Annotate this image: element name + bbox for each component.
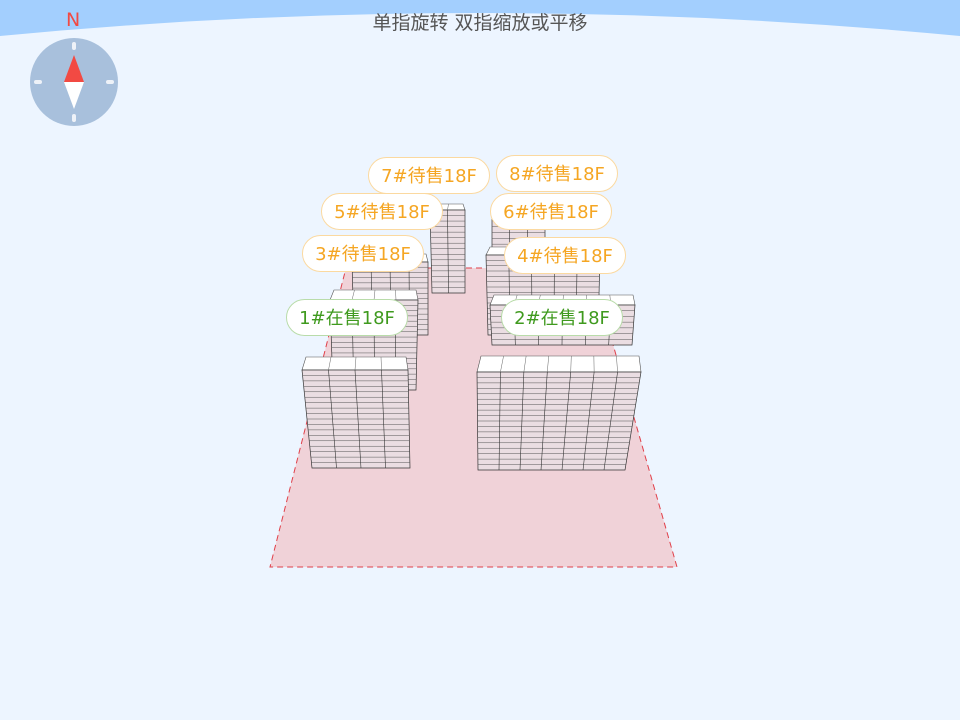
building-2[interactable] xyxy=(476,355,642,471)
roof-line xyxy=(616,355,618,373)
building-label-2[interactable]: 2#在售18F xyxy=(501,299,623,336)
roof-line xyxy=(547,355,549,373)
roof-line xyxy=(354,356,357,371)
roof-line xyxy=(328,356,332,371)
roof-line xyxy=(395,289,397,301)
roof-line xyxy=(373,289,376,301)
unit-line xyxy=(447,209,449,294)
roof-line xyxy=(500,355,504,373)
unit-line xyxy=(354,369,362,469)
unit-line xyxy=(498,371,501,471)
building-label-7[interactable]: 7#待售18F xyxy=(368,157,490,194)
compass-icon[interactable] xyxy=(30,38,118,126)
building-1[interactable] xyxy=(301,356,411,469)
unit-line xyxy=(561,371,572,471)
gesture-hint-title: 单指旋转 双指缩放或平移 xyxy=(372,12,588,34)
roof-line xyxy=(523,355,527,373)
unit-line xyxy=(582,371,595,471)
north-label: N xyxy=(66,9,81,31)
roof-line xyxy=(380,356,382,371)
roof-line xyxy=(351,289,355,301)
top-banner xyxy=(0,0,960,36)
roof-line xyxy=(447,203,449,211)
building-label-6[interactable]: 6#待售18F xyxy=(490,193,612,230)
unit-line xyxy=(328,369,337,469)
unit-line xyxy=(519,371,525,471)
building-label-4[interactable]: 4#待售18F xyxy=(504,237,626,274)
building-7[interactable] xyxy=(429,203,466,294)
building-label-8[interactable]: 8#待售18F xyxy=(496,155,618,192)
unit-line xyxy=(381,369,386,469)
unit-line xyxy=(603,371,618,471)
building-label-5[interactable]: 5#待售18F xyxy=(321,193,443,230)
building-label-1[interactable]: 1#在售18F xyxy=(286,299,408,336)
roof-line xyxy=(570,355,572,373)
unit-line xyxy=(540,371,548,471)
building-label-3[interactable]: 3#待售18F xyxy=(302,235,424,272)
